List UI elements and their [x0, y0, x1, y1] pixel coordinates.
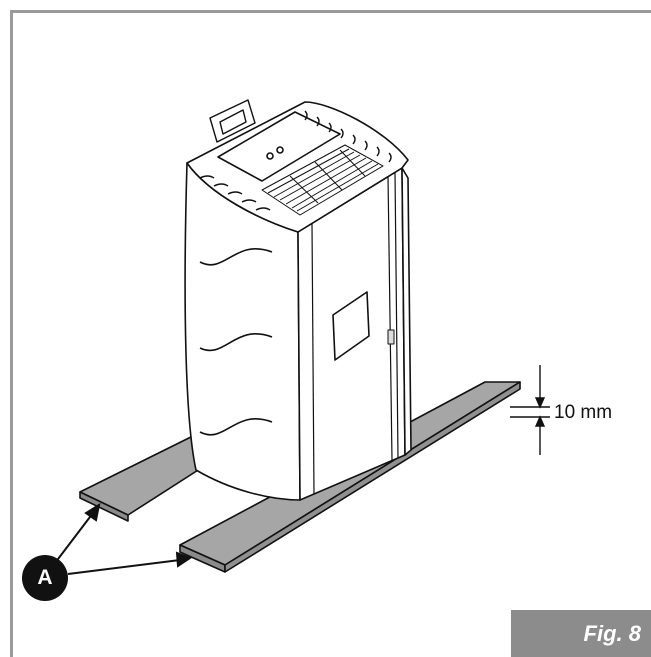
- side-wave-decor: [199, 248, 273, 436]
- stove-right-edge: [401, 167, 412, 456]
- top-wave-decor: [199, 110, 392, 211]
- frame-border-top: [10, 10, 651, 13]
- control-panel: [209, 99, 256, 143]
- stove-grille: [261, 144, 384, 216]
- stove-window: [332, 291, 370, 361]
- stove-top: [186, 101, 409, 233]
- figure-label: Fig. 8: [511, 610, 651, 657]
- callout-badge-a: A: [22, 555, 68, 601]
- frame-border-left: [10, 10, 13, 657]
- dimension-marker: [510, 365, 550, 455]
- dimension-label: 10 mm: [554, 402, 613, 423]
- stove-body: [184, 99, 412, 501]
- callout-arrows: [54, 502, 193, 575]
